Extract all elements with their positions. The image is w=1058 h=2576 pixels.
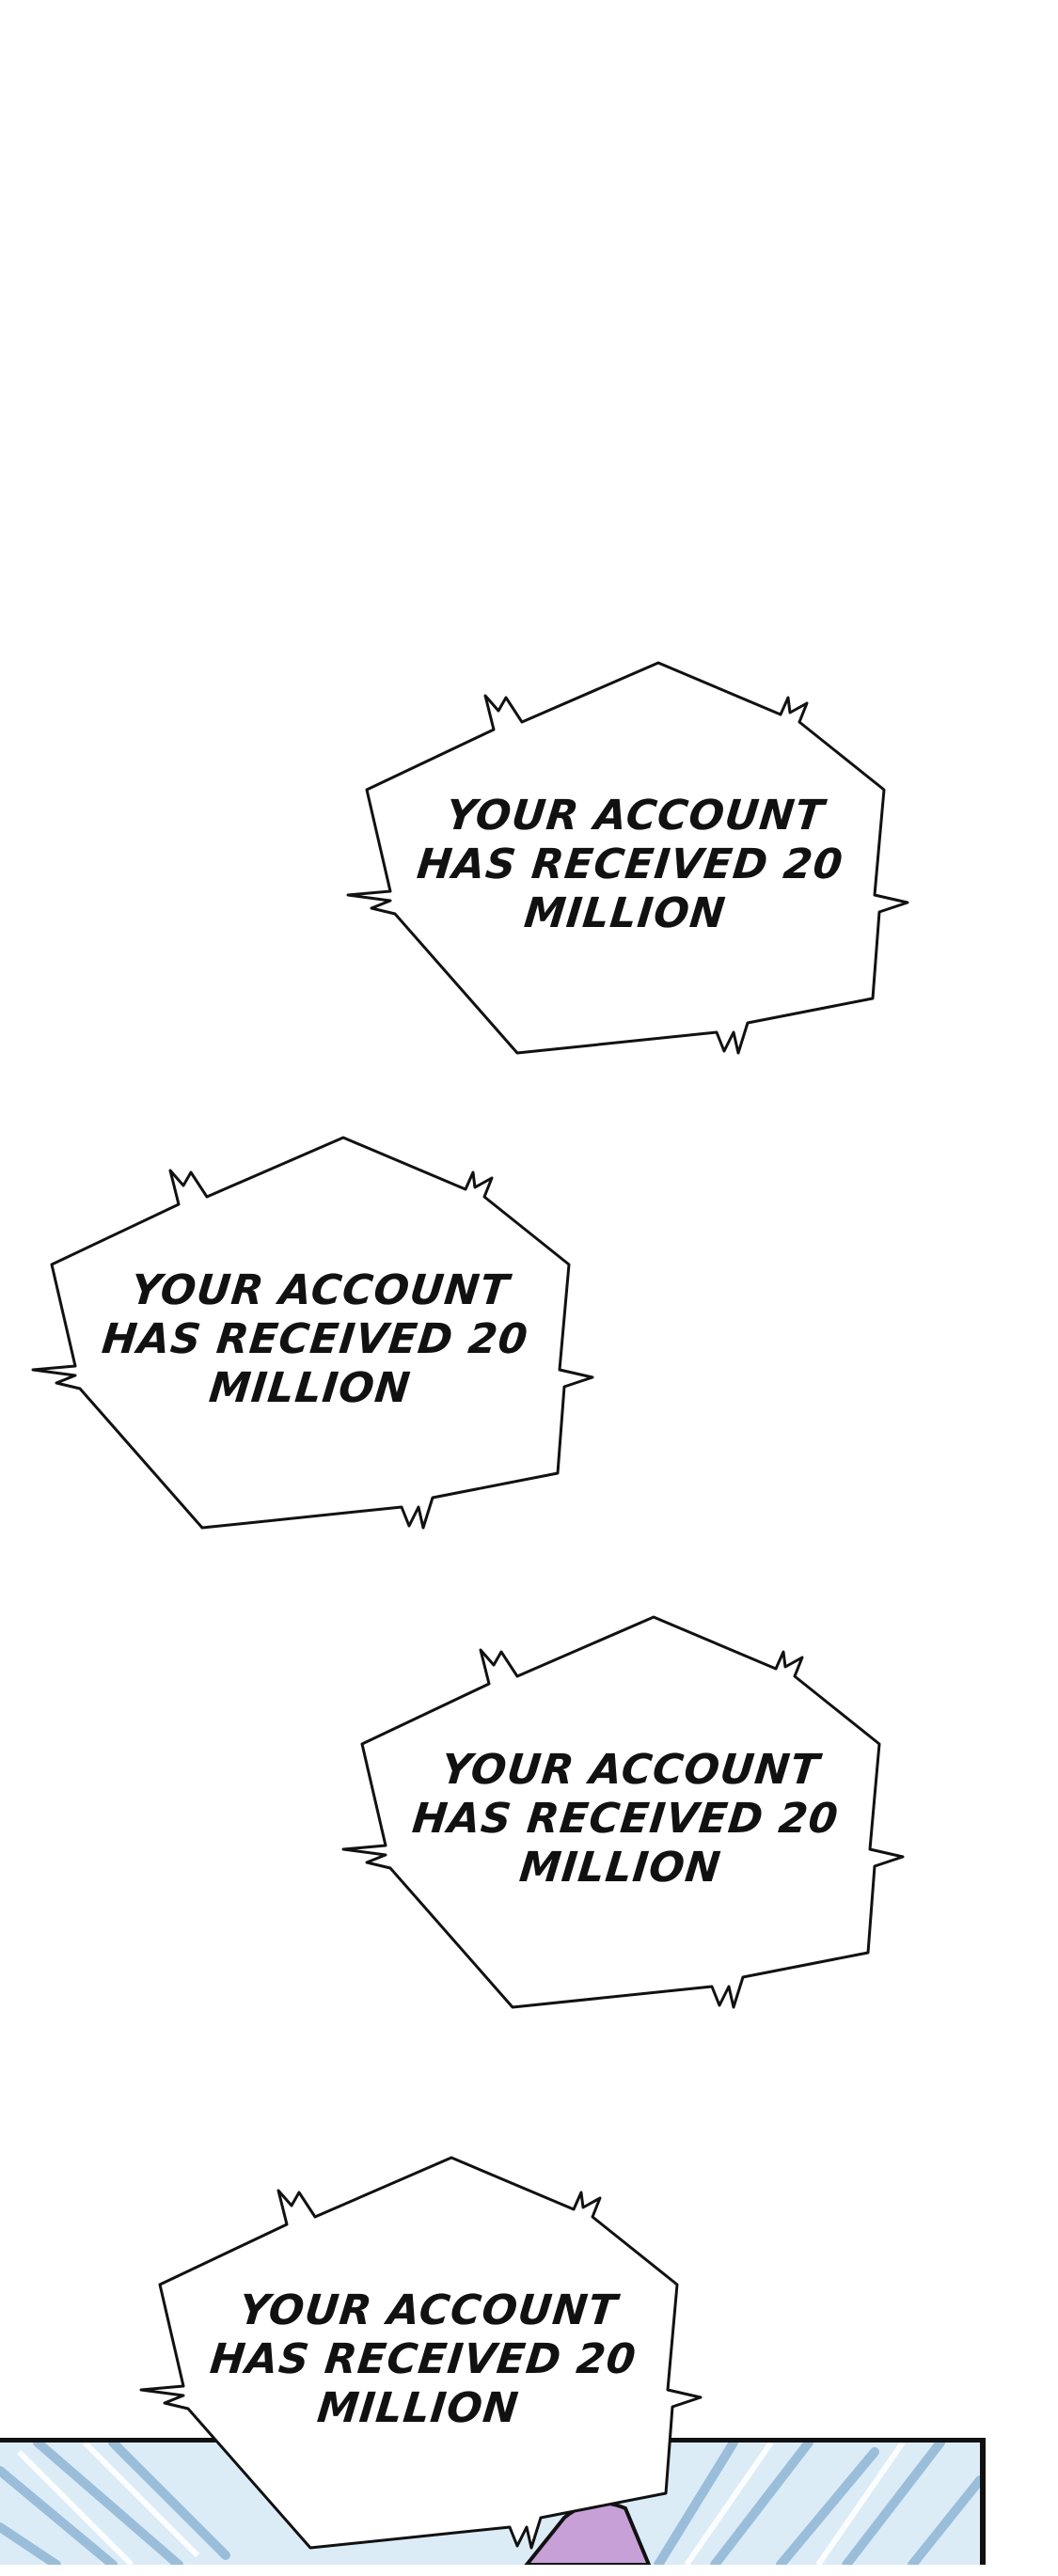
speech-bubble-1: YOUR ACCOUNT HAS RECEIVED 20 MILLION <box>339 649 922 1081</box>
bubble-line: YOUR ACCOUNT <box>236 2286 621 2334</box>
bubble-line: HAS RECEIVED 20 <box>410 1795 842 1843</box>
bubble-outline <box>31 1136 594 1530</box>
bubble-text-2: YOUR ACCOUNT HAS RECEIVED 20 MILLION <box>100 1255 530 1424</box>
speech-bubble-4: YOUR ACCOUNT HAS RECEIVED 20 MILLION <box>132 2144 715 2576</box>
bubble-outline <box>346 661 909 1055</box>
bubble-line: YOUR ACCOUNT <box>438 1746 823 1794</box>
bubble-line: HAS RECEIVED 20 <box>100 1315 531 1363</box>
bubble-line: HAS RECEIVED 20 <box>415 840 846 888</box>
bubble-text-4: YOUR ACCOUNT HAS RECEIVED 20 MILLION <box>208 2275 639 2444</box>
bubble-line: YOUR ACCOUNT <box>128 1266 513 1314</box>
bubble-outline <box>341 1615 905 2009</box>
bubble-line: YOUR ACCOUNT <box>443 792 828 840</box>
speech-bubble-2: YOUR ACCOUNT HAS RECEIVED 20 MILLION <box>24 1123 607 1556</box>
bubble-line: MILLION <box>206 1364 414 1412</box>
bubble-text-3: YOUR ACCOUNT HAS RECEIVED 20 MILLION <box>410 1735 841 1904</box>
bubble-line: MILLION <box>516 1844 724 1892</box>
bubble-outline <box>139 2156 703 2550</box>
bubble-line: HAS RECEIVED 20 <box>208 2335 640 2383</box>
speech-bubble-3: YOUR ACCOUNT HAS RECEIVED 20 MILLION <box>334 1603 917 2035</box>
bubble-line: MILLION <box>314 2384 522 2432</box>
bubble-line: MILLION <box>521 889 729 937</box>
bubble-text-1: YOUR ACCOUNT HAS RECEIVED 20 MILLION <box>415 780 845 950</box>
